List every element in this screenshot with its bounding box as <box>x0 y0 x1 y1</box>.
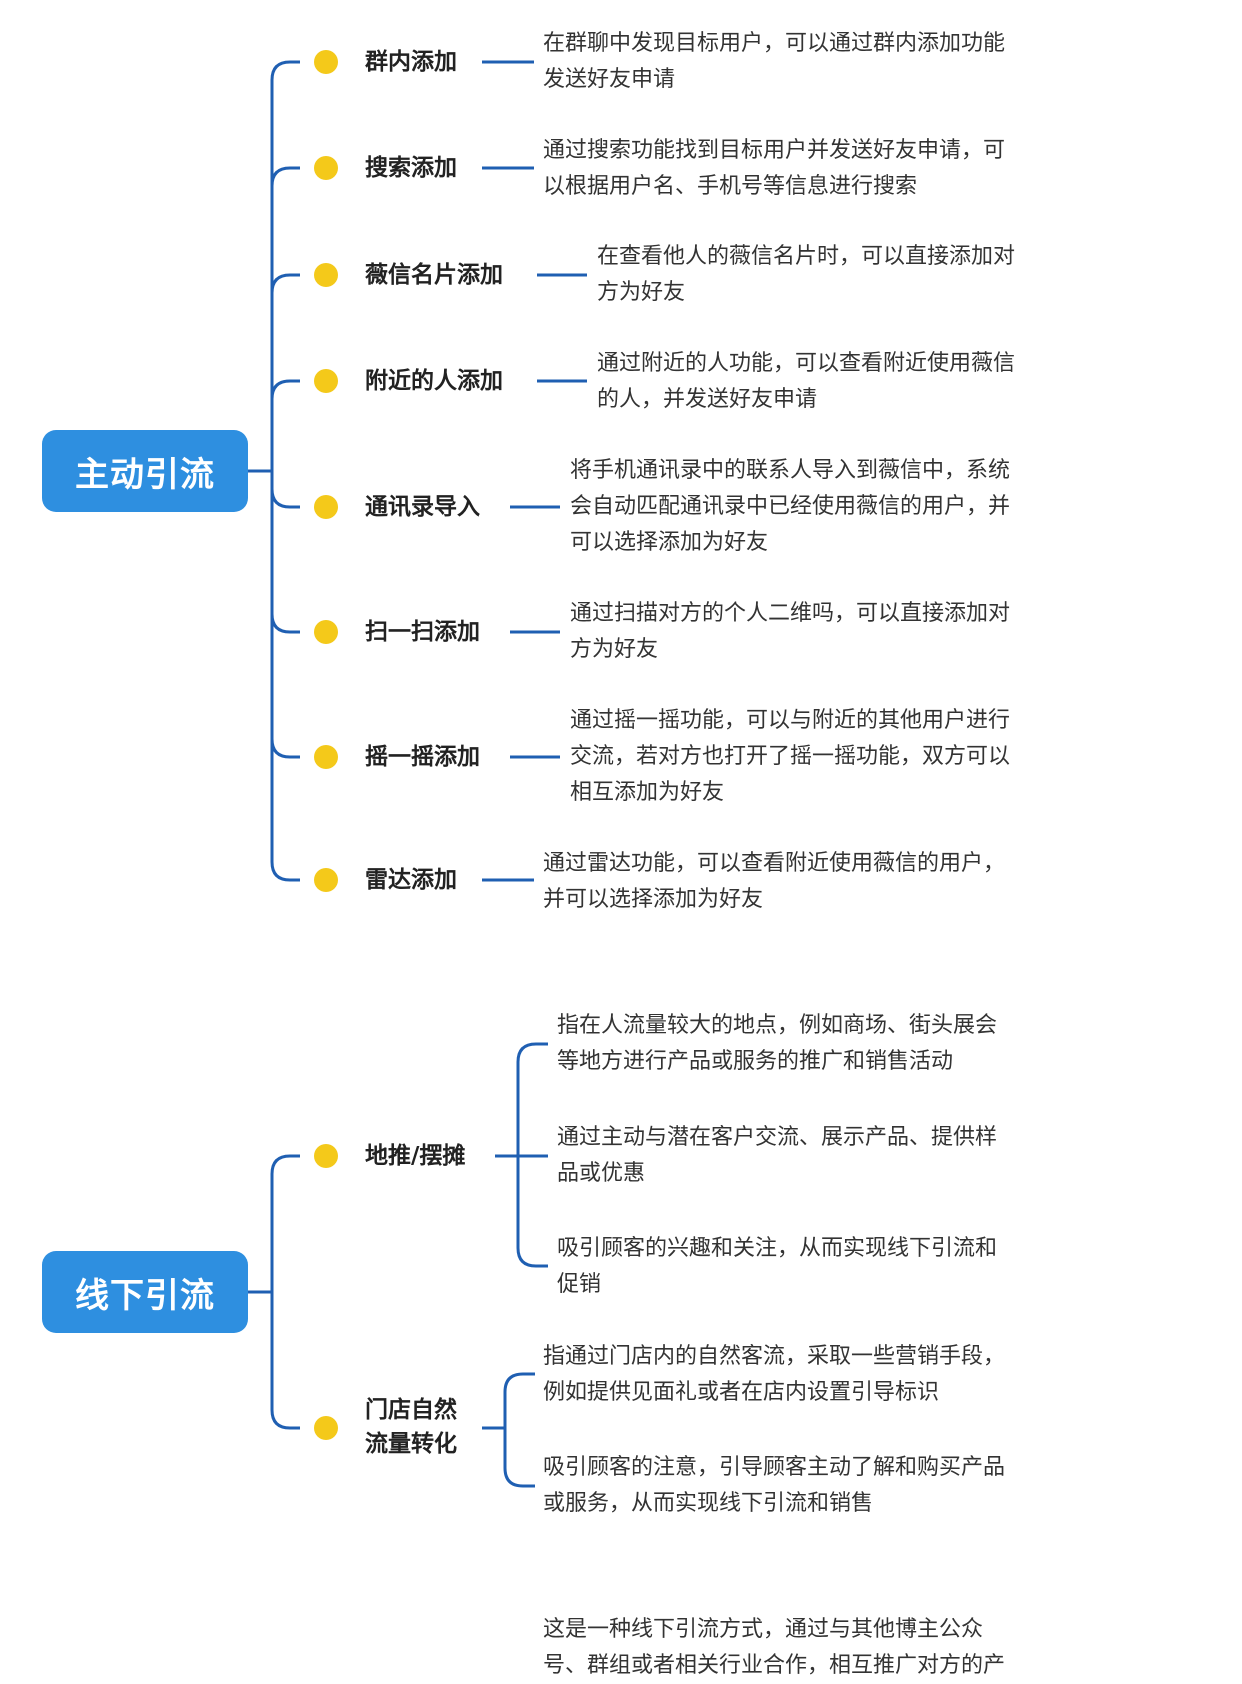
bullet-icon <box>314 369 338 393</box>
root-label: 主动引流 <box>75 454 215 495</box>
bullet-icon <box>314 745 338 769</box>
bracket-active <box>270 60 300 882</box>
branch-label[interactable]: 群内添加 <box>365 49 457 75</box>
branch-description: 通过主动与潜在客户交流、展示产品、提供样 品或优惠 <box>557 1125 998 1186</box>
branch-description: 在群聊中发现目标用户，可以通过群内添加功能 发送好友申请 <box>543 31 1006 92</box>
branch-label[interactable]: 扫一扫添加 <box>365 619 480 645</box>
branch-label[interactable]: 雷达添加 <box>365 867 457 893</box>
bullet-icon <box>314 868 338 892</box>
bullet-icon <box>314 1144 338 1168</box>
branch-label[interactable]: 地推/摆摊 <box>365 1143 466 1169</box>
branch-description: 指通过门店内的自然客流，采取一些营销手段， 例如提供见面礼或者在店内设置引导标识 <box>543 1344 1006 1405</box>
branch-label[interactable]: 薇信名片添加 <box>365 262 503 288</box>
branch-description: 将手机通讯录中的联系人导入到薇信中，系统 会自动匹配通讯录中已经使用薇信的用户，… <box>570 458 1011 555</box>
branch-description: 通过雷达功能，可以查看附近使用薇信的用户， 并可以选择添加为好友 <box>543 851 1006 912</box>
branch-label[interactable]: 搜索添加 <box>365 155 457 181</box>
branch-label[interactable]: 摇一摇添加 <box>365 744 480 770</box>
bullet-icon <box>314 50 338 74</box>
bullet-icon <box>314 495 338 519</box>
branch-description: 通过附近的人功能，可以查看附近使用薇信 的人，并发送好友申请 <box>597 351 1016 412</box>
bullet-icon <box>314 620 338 644</box>
branch-description: 吸引顾客的注意，引导顾客主动了解和购买产品 或服务，从而实现线下引流和销售 <box>543 1455 1006 1516</box>
root-node-active[interactable]: 主动引流 <box>42 430 248 512</box>
branch-description: 指在人流量较大的地点，例如商场、街头展会 等地方进行产品或服务的推广和销售活动 <box>557 1013 998 1074</box>
branch-description: 通过扫描对方的个人二维吗，可以直接添加对 方为好友 <box>570 601 1011 662</box>
bullet-icon <box>314 1416 338 1440</box>
branch-description: 通过摇一摇功能，可以与附近的其他用户进行 交流，若对方也打开了摇一摇功能，双方可… <box>570 708 1011 805</box>
root-label: 线下引流 <box>75 1275 215 1316</box>
branch-description: 吸引顾客的兴趣和关注，从而实现线下引流和 促销 <box>557 1236 998 1297</box>
bullet-icon <box>314 156 338 180</box>
footer-description: 这是一种线下引流方式，通过与其他博主公众 号、群组或者相关行业合作，相互推广对方… <box>543 1617 1006 1678</box>
bullet-icon <box>314 263 338 287</box>
branch-label[interactable]: 附近的人添加 <box>365 368 503 394</box>
branch-description: 通过搜索功能找到目标用户并发送好友申请，可 以根据用户名、手机号等信息进行搜索 <box>543 138 1006 199</box>
branch-label[interactable]: 门店自然 流量转化 <box>365 1397 457 1457</box>
root-node-offline[interactable]: 线下引流 <box>42 1251 248 1333</box>
branch-label[interactable]: 通讯录导入 <box>365 494 480 520</box>
branch-description: 在查看他人的薇信名片时，可以直接添加对 方为好友 <box>597 244 1016 305</box>
